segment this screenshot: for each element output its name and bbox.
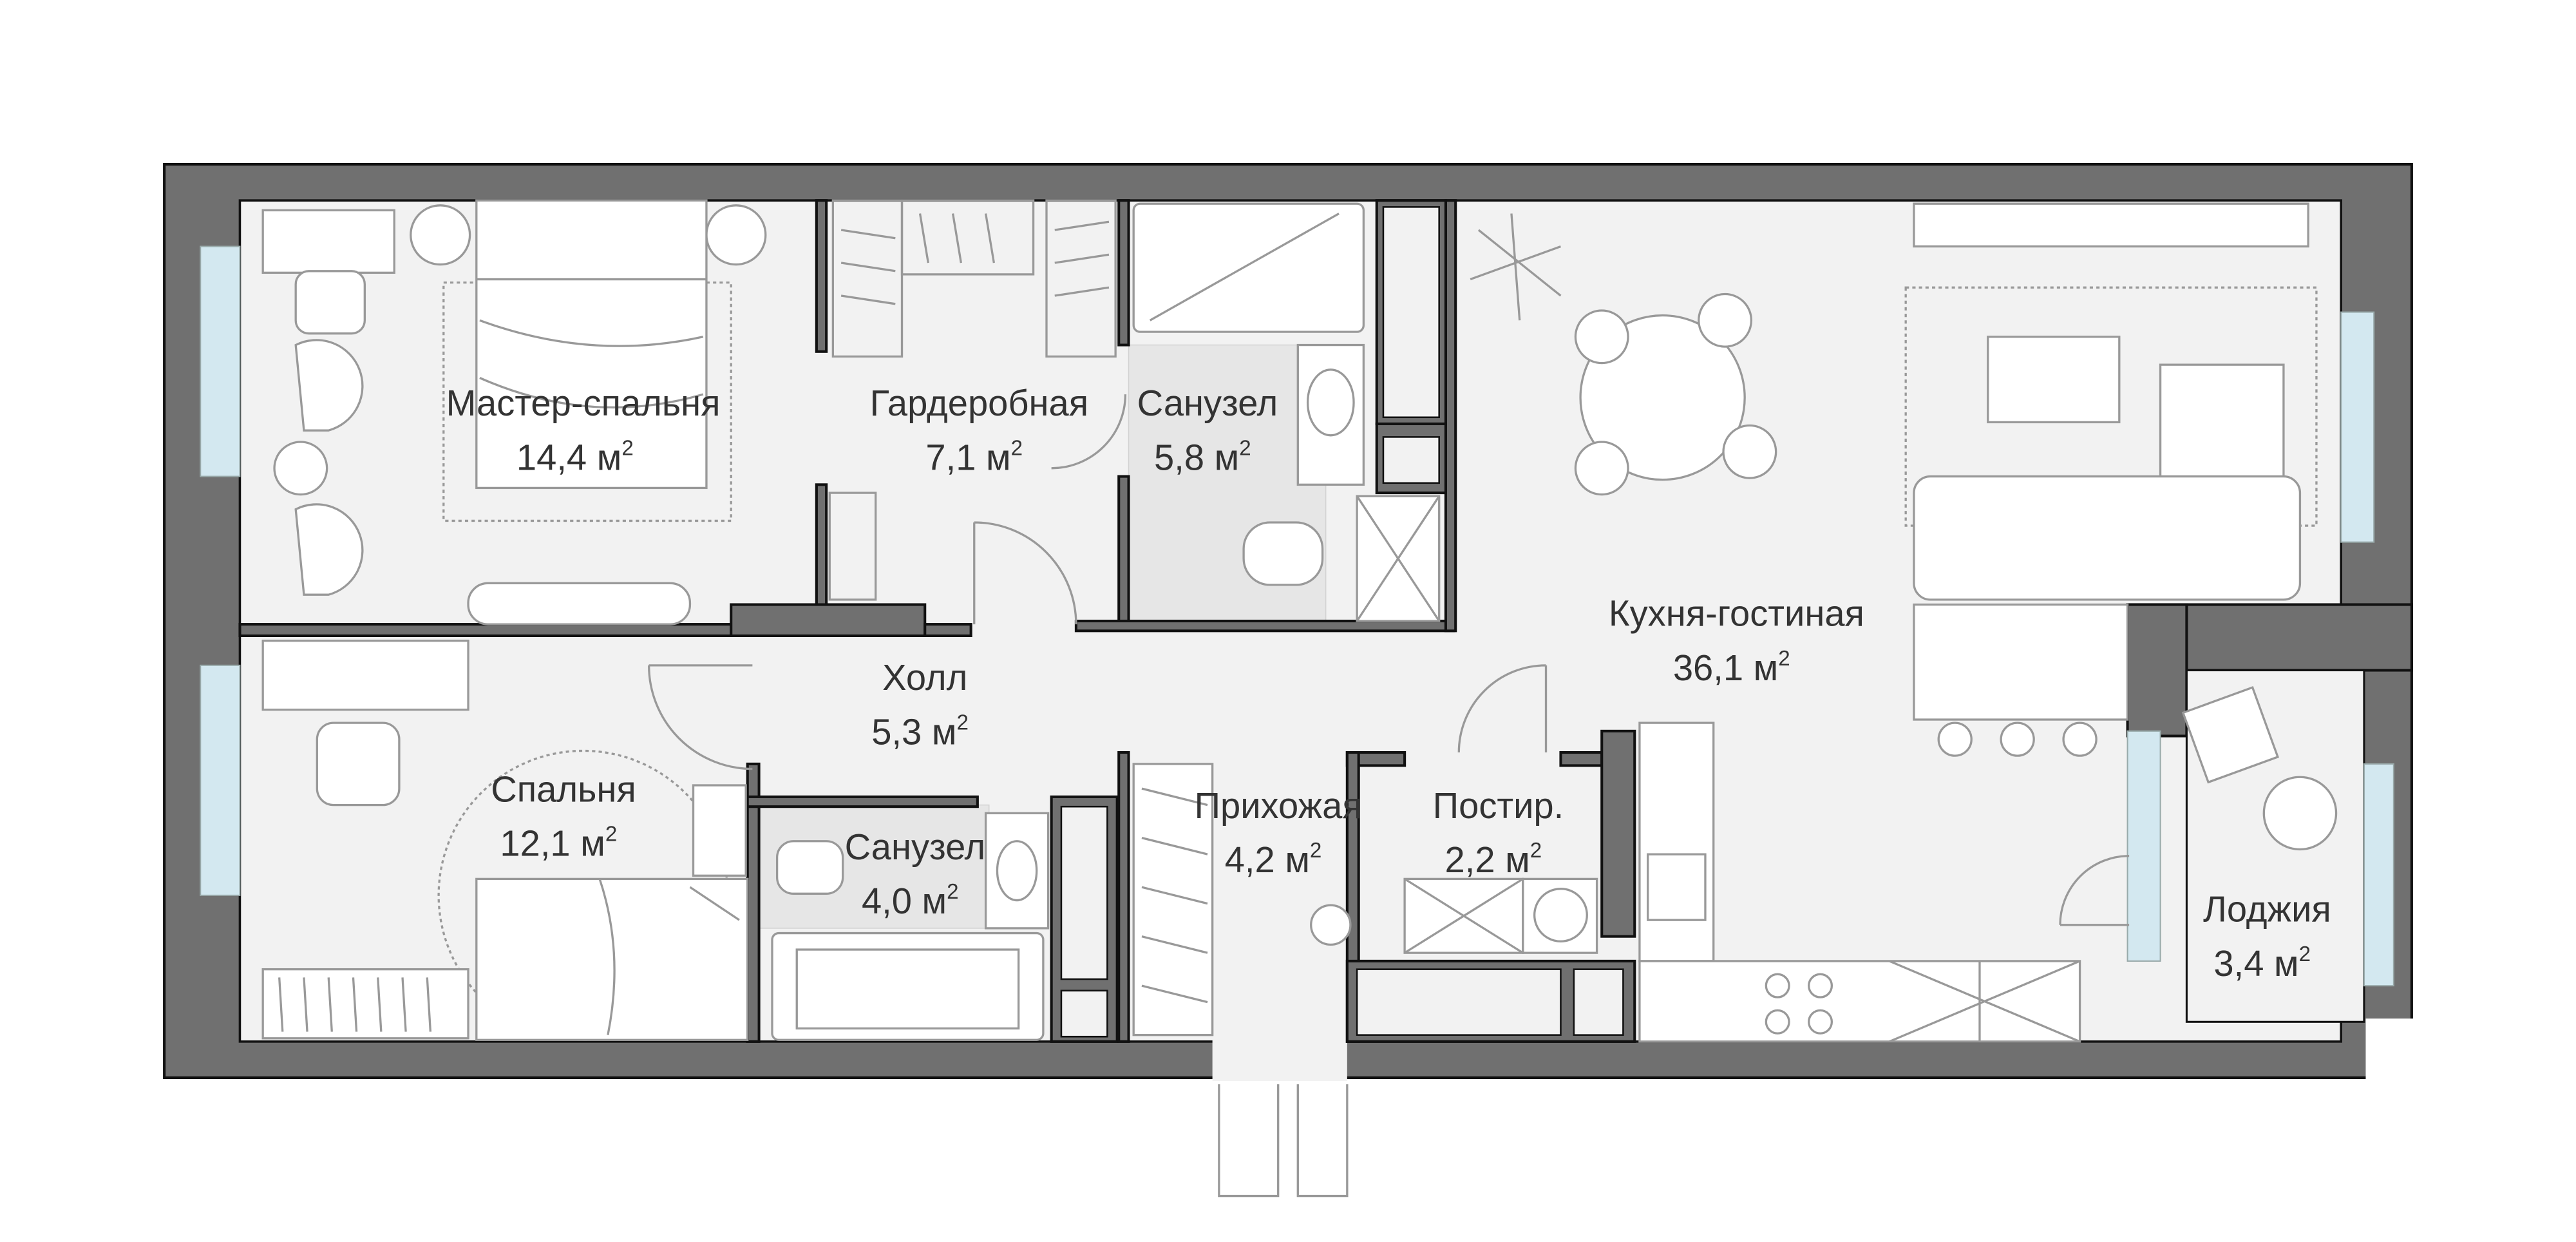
svg-text:2,2 м2: 2,2 м2 [1445, 839, 1542, 880]
svg-text:5,8 м2: 5,8 м2 [1154, 436, 1251, 477]
svg-text:Лоджия: Лоджия [2203, 889, 2331, 930]
svg-text:36,1 м2: 36,1 м2 [1673, 647, 1790, 688]
svg-text:4,2 м2: 4,2 м2 [1225, 839, 1322, 880]
loggia-furniture [2181, 686, 2338, 851]
room-label-master-bedroom: Мастер-спальня 14,4 м2 [446, 383, 721, 477]
window [200, 664, 241, 896]
room-label-hall: Холл 5,3 м2 [871, 657, 969, 752]
laundry-fixtures [1132, 763, 1598, 1037]
interior-walls [238, 199, 1636, 1043]
svg-text:12,1 м2: 12,1 м2 [500, 823, 617, 864]
master-bedroom-furniture [261, 199, 767, 626]
room-label-wardrobe: Гардеробная 7,1 м2 [870, 383, 1088, 477]
svg-text:Холл: Холл [882, 657, 967, 698]
windows [200, 245, 2394, 987]
svg-text:5,3 м2: 5,3 м2 [871, 711, 969, 752]
doors [647, 394, 2130, 1198]
svg-text:14,4 м2: 14,4 м2 [516, 436, 634, 477]
svg-text:Спальня: Спальня [491, 769, 636, 810]
window [2126, 730, 2161, 962]
svg-text:4,0 м2: 4,0 м2 [862, 880, 959, 921]
kitchen-living-furniture [1470, 202, 2318, 1043]
svg-text:Мастер-спальня: Мастер-спальня [446, 383, 721, 423]
room-label-laundry: Постир. 2,2 м2 [1433, 785, 1564, 880]
svg-text:Гардеробная: Гардеробная [870, 383, 1088, 423]
bathroom-1-fixtures [1132, 202, 1441, 622]
svg-text:Кухня-гостиная: Кухня-гостиная [1609, 593, 1864, 634]
svg-text:Санузел: Санузел [845, 826, 986, 867]
window [200, 245, 241, 477]
wardrobe-furniture [828, 199, 1117, 601]
room-label-bedroom: Спальня 12,1 м2 [491, 769, 636, 864]
svg-text:7,1 м2: 7,1 м2 [925, 436, 1023, 477]
bedroom-furniture [261, 639, 1050, 1041]
svg-text:Постир.: Постир. [1433, 785, 1564, 826]
room-label-kitchen-living: Кухня-гостиная 36,1 м2 [1609, 593, 1864, 688]
svg-text:Санузел: Санузел [1137, 383, 1278, 423]
window [2363, 763, 2394, 987]
room-label-bathroom-2: Санузел 4,0 м2 [845, 826, 986, 921]
room-label-bathroom-1: Санузел 5,8 м2 [1137, 383, 1278, 477]
window [2340, 311, 2375, 543]
room-label-entrance-hall: Прихожая 4,2 м2 [1195, 785, 1362, 880]
svg-text:Прихожая: Прихожая [1195, 785, 1362, 826]
room-label-loggia: Лоджия 3,4 м2 [2203, 889, 2331, 984]
svg-text:3,4 м2: 3,4 м2 [2213, 942, 2311, 984]
